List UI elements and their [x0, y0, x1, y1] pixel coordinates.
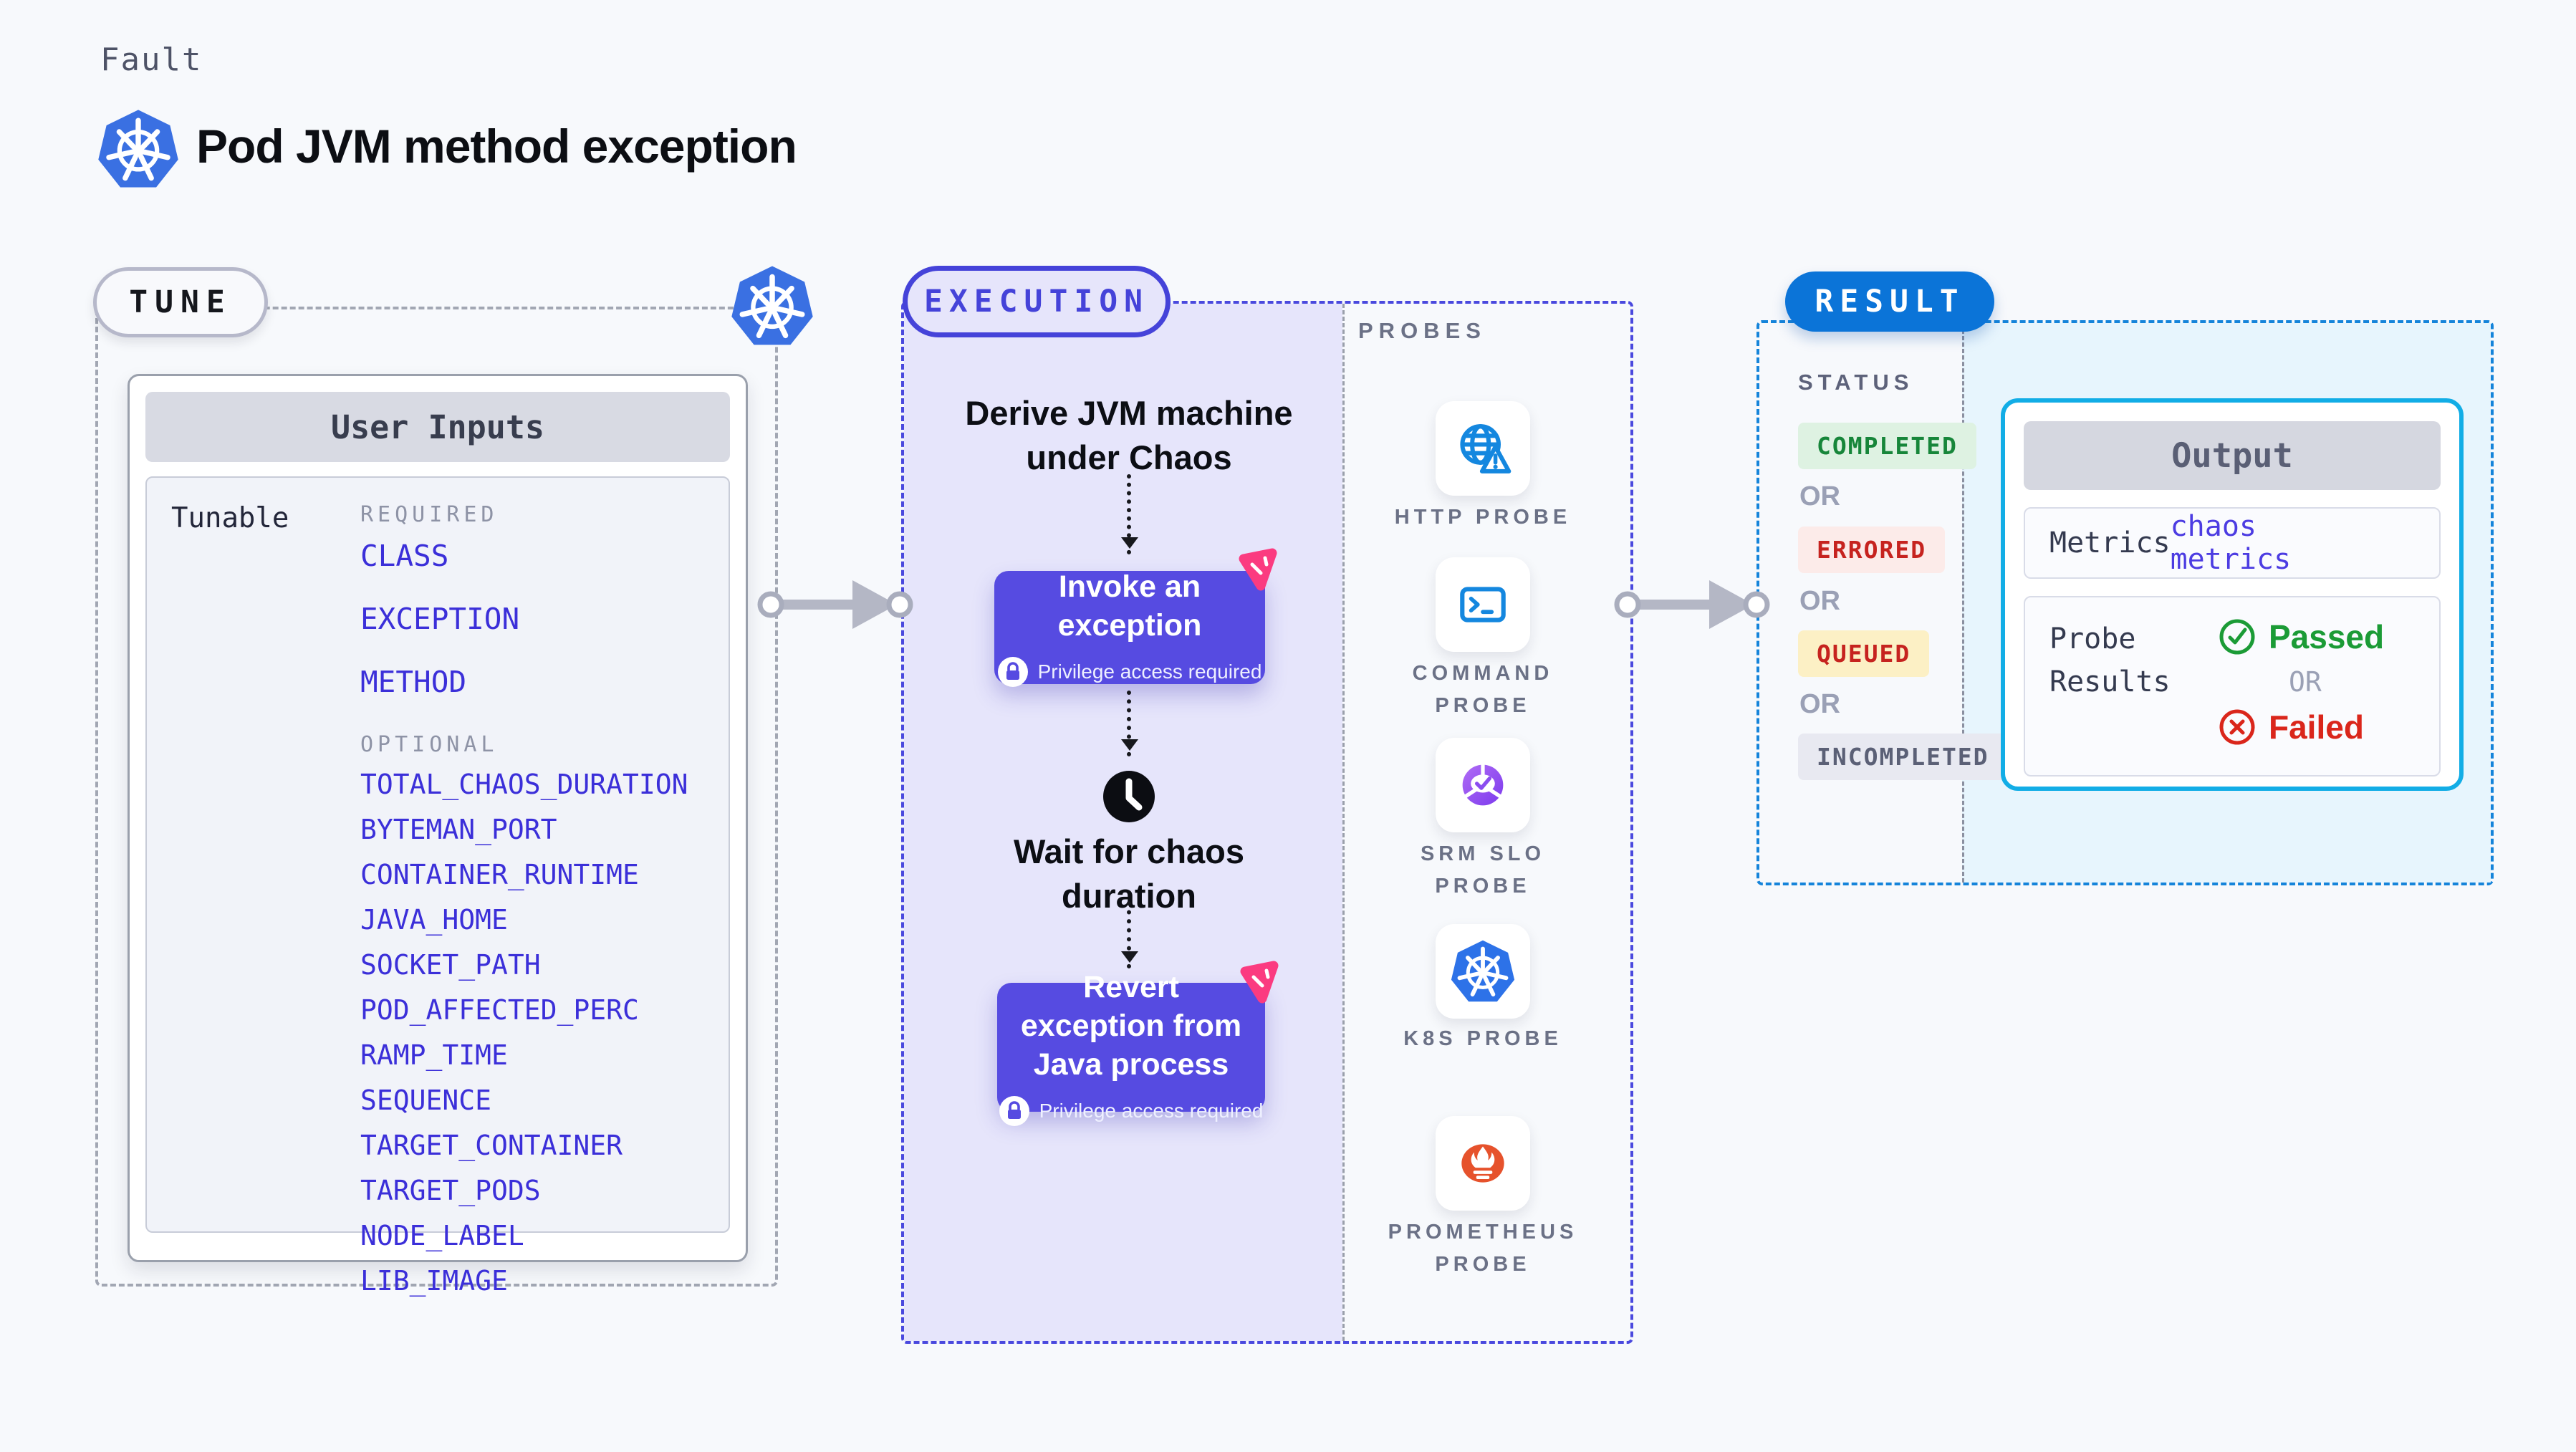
flow-arrow-down-icon — [1121, 691, 1138, 756]
tune-section-box — [95, 307, 778, 1287]
probes-title: PROBES — [1358, 318, 1486, 343]
tunable-item: JAVA_HOME — [360, 904, 508, 936]
result-pill: RESULT — [1785, 271, 1994, 332]
command-probe-icon — [1460, 587, 1506, 622]
user-inputs-header: User Inputs — [145, 392, 730, 462]
tunable-item: TARGET_PODS — [360, 1175, 541, 1206]
output-header: Output — [2024, 421, 2441, 490]
probe-results-values: Passed OR Failed — [2219, 617, 2384, 755]
or-separator: OR — [1799, 689, 1840, 719]
tunable-item: METHOD — [360, 665, 467, 699]
probe-card-k8s — [1436, 924, 1530, 1019]
status-heading: STATUS — [1798, 370, 1914, 395]
derive-step-label: Derive JVM machine under Chaos — [965, 394, 1293, 477]
flow-arrow-down-icon — [1121, 901, 1138, 968]
tunable-item: BYTEMAN_PORT — [360, 814, 557, 845]
tunable-item: SOCKET_PATH — [360, 949, 541, 981]
probe-label-command: COMMAND PROBE — [1412, 662, 1554, 717]
user-inputs-card: User Inputs Tunable REQUIRED CLASS EXCEP… — [128, 374, 748, 1297]
passed-label: Passed — [2269, 618, 2385, 655]
probe-card-http — [1436, 401, 1530, 496]
tunable-item: CLASS — [360, 539, 449, 573]
tunable-item: TOTAL_CHAOS_DURATION — [360, 769, 688, 800]
probe-label-srm-slo: SRM SLO PROBE — [1420, 842, 1546, 898]
tunable-item: EXCEPTION — [360, 602, 520, 636]
kubernetes-icon — [98, 110, 178, 188]
lock-icon — [999, 1095, 1029, 1126]
probe-results-label: Probe Results — [2049, 622, 2171, 698]
probe-card-prometheus — [1436, 1116, 1530, 1211]
lock-icon — [997, 656, 1028, 687]
execution-probes-divider — [1342, 304, 1345, 1341]
or-separator: OR — [2289, 666, 2322, 698]
metrics-value: chaos metrics — [2170, 510, 2292, 576]
tunable-item: CONTAINER_RUNTIME — [360, 859, 639, 890]
revert-exception-label: Revert exception from Java process — [1020, 970, 1242, 1082]
failed-label: Failed — [2269, 708, 2364, 746]
tune-pill: TUNE — [93, 267, 268, 337]
tunable-item: POD_AFFECTED_PERC — [360, 994, 639, 1026]
probe-results-row: Probe Results Passed OR Failed — [2024, 596, 2441, 777]
privilege-note-text: Privilege access required — [1037, 660, 1262, 683]
status-badge-queued: QUEUED — [1798, 630, 1930, 677]
result-divider — [1962, 323, 1964, 883]
prometheus-probe-icon — [1461, 1144, 1504, 1183]
execution-pill: EXECUTION — [903, 266, 1171, 337]
wait-step-label: Wait for chaos duration — [1013, 832, 1245, 915]
execution-section-box — [901, 301, 1633, 1344]
output-card: Output Metrics chaos metrics Probe Resul… — [2001, 398, 2464, 791]
metrics-label: Metrics — [2049, 527, 2171, 559]
status-badge-errored: ERRORED — [1798, 527, 1946, 573]
tunable-row-label: Tunable — [171, 502, 289, 534]
probe-label-k8s: K8S PROBE — [1403, 1027, 1562, 1050]
status-badge-completed: COMPLETED — [1798, 423, 1976, 469]
page-title: Pod JVM method exception — [196, 120, 797, 173]
privilege-note: Privilege access required — [999, 1095, 1264, 1126]
status-badge-incompleted: INCOMPLETED — [1798, 734, 2008, 780]
probe-label-http: HTTP PROBE — [1394, 506, 1572, 529]
connector-arrow-icon — [1614, 580, 1770, 629]
clock-icon — [1103, 771, 1155, 822]
tunable-item: SEQUENCE — [360, 1085, 492, 1116]
srm-slo-probe-icon — [1462, 761, 1504, 806]
optional-section-label: OPTIONAL — [360, 732, 499, 757]
tunable-item: TARGET_CONTAINER — [360, 1130, 623, 1161]
connector-arrow-icon — [757, 580, 913, 629]
k8s-probe-icon — [1451, 940, 1515, 1002]
failed-line: Failed — [2219, 708, 2384, 746]
probe-label-prometheus: PROMETHEUS PROBE — [1388, 1221, 1578, 1276]
execution-background — [904, 304, 1342, 1341]
check-circle-icon — [2219, 619, 2255, 655]
tunable-item: RAMP_TIME — [360, 1039, 508, 1071]
passed-line: Passed — [2219, 617, 2384, 656]
probe-card-command — [1436, 557, 1530, 652]
tunable-item: NODE_LABEL — [360, 1220, 524, 1251]
tunable-item: LIB_IMAGE — [360, 1265, 508, 1297]
or-separator: OR — [1799, 586, 1840, 616]
privilege-note: Privilege access required — [997, 656, 1262, 687]
probe-card-srm-slo — [1436, 738, 1530, 832]
chaos-logo-icon — [1239, 548, 1277, 591]
required-section-label: REQUIRED — [360, 502, 499, 527]
tunables-panel: Tunable REQUIRED CLASS EXCEPTION METHOD … — [145, 476, 730, 1297]
revert-exception-step: Revert exception from Java process Privi… — [997, 970, 1265, 1126]
kubernetes-icon — [731, 266, 813, 345]
chaos-logo-icon — [1240, 961, 1279, 1004]
metrics-row: Metrics chaos metrics — [2024, 507, 2441, 579]
invoke-exception-step: Invoke an exception Privilege access req… — [994, 569, 1265, 687]
invoke-exception-label: Invoke an exception — [1057, 569, 1202, 643]
flow-arrow-down-icon — [1121, 474, 1138, 554]
tunables-list: REQUIRED CLASS EXCEPTION METHOD OPTIONAL… — [360, 496, 688, 1310]
http-probe-icon — [1460, 424, 1512, 473]
privilege-note-text: Privilege access required — [1039, 1099, 1264, 1122]
x-circle-icon — [2219, 709, 2255, 745]
or-separator: OR — [1799, 481, 1840, 511]
fault-kicker: Fault — [100, 42, 203, 78]
